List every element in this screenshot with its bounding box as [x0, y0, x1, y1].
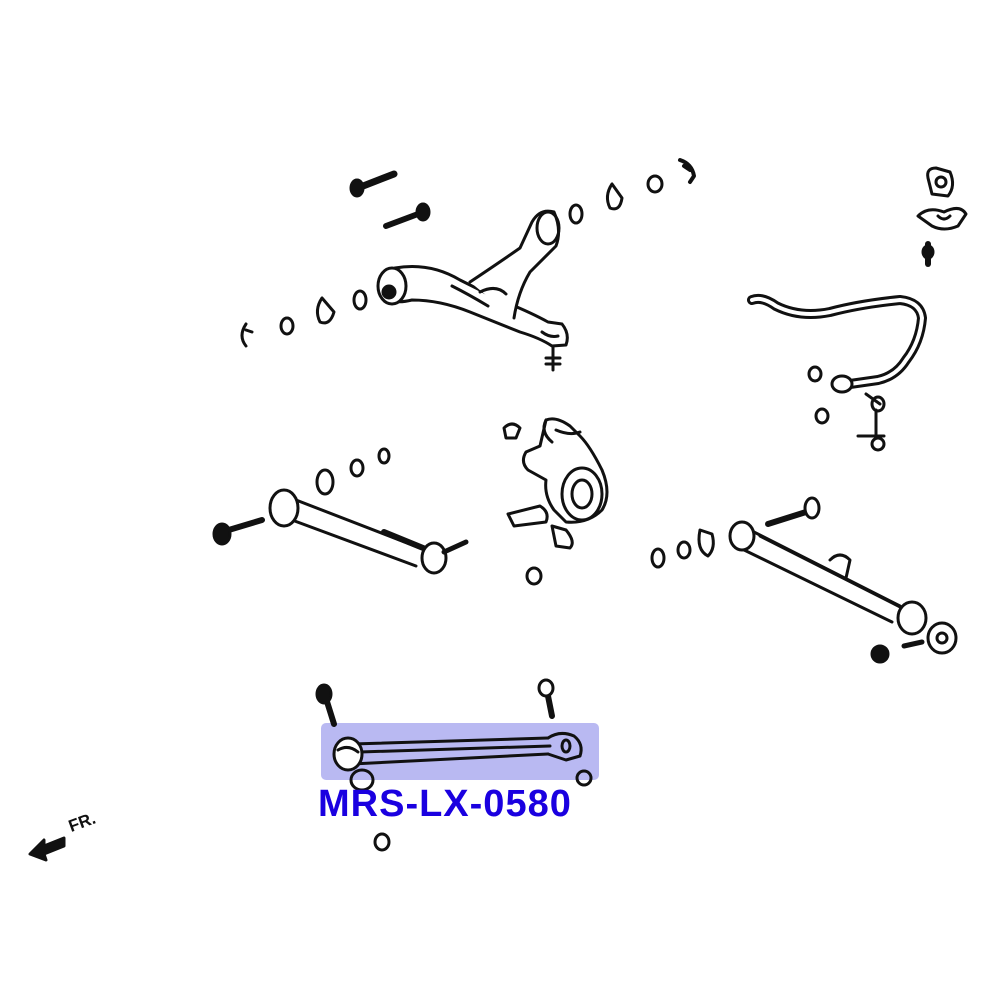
upper-bolt-2: [383, 202, 431, 229]
stabilizer-bushing: [926, 166, 955, 198]
trailing-lower-arm: [728, 520, 958, 655]
washer-upper-left-2: [352, 289, 368, 311]
rear-arm-nut: [575, 769, 593, 787]
nut-upper-right: [678, 158, 696, 184]
rear-arm-washer-1: [349, 768, 375, 792]
rear-lower-arm: [332, 731, 583, 772]
front-direction-arrow: [28, 836, 66, 862]
lateral-washer-1: [315, 468, 335, 496]
part-number-label: MRS-LX-0580: [318, 783, 572, 825]
lateral-washer-2: [349, 458, 365, 478]
cam-plate-upper-left: [315, 296, 336, 325]
rear-arm-washer-2: [373, 832, 391, 852]
washer-upper-right-2: [646, 174, 664, 194]
nut-upper-left: [240, 322, 254, 348]
lateral-link-bolt: [212, 517, 265, 546]
knuckle-nut: [525, 566, 543, 586]
trailing-cam-plate: [697, 528, 715, 558]
trailing-washer-1: [650, 547, 666, 569]
rear-arm-bolt-left: [315, 683, 337, 727]
lateral-link: [268, 488, 469, 575]
washer-upper-right-1: [568, 203, 584, 225]
stabilizer-link-bushing: [830, 374, 854, 394]
upper-control-arm: [376, 209, 569, 372]
lateral-washer-3: [377, 447, 391, 465]
stabilizer-bracket-bolt: [921, 241, 935, 267]
upper-bolt-1: [349, 170, 398, 198]
stabilizer-washer-2: [814, 407, 830, 425]
trailing-nut: [870, 639, 925, 664]
stabilizer-link: [856, 392, 886, 452]
stabilizer-bracket: [916, 207, 968, 231]
stabilizer-washer-1: [807, 365, 823, 383]
trailing-arm-bolt: [765, 496, 821, 527]
washer-upper-left-1: [279, 316, 295, 336]
cam-plate-upper-right: [605, 182, 624, 211]
steering-knuckle: [506, 417, 609, 550]
rear-arm-bolt-right: [537, 678, 555, 719]
knuckle-cap: [502, 422, 522, 440]
trailing-washer-2: [676, 540, 692, 560]
